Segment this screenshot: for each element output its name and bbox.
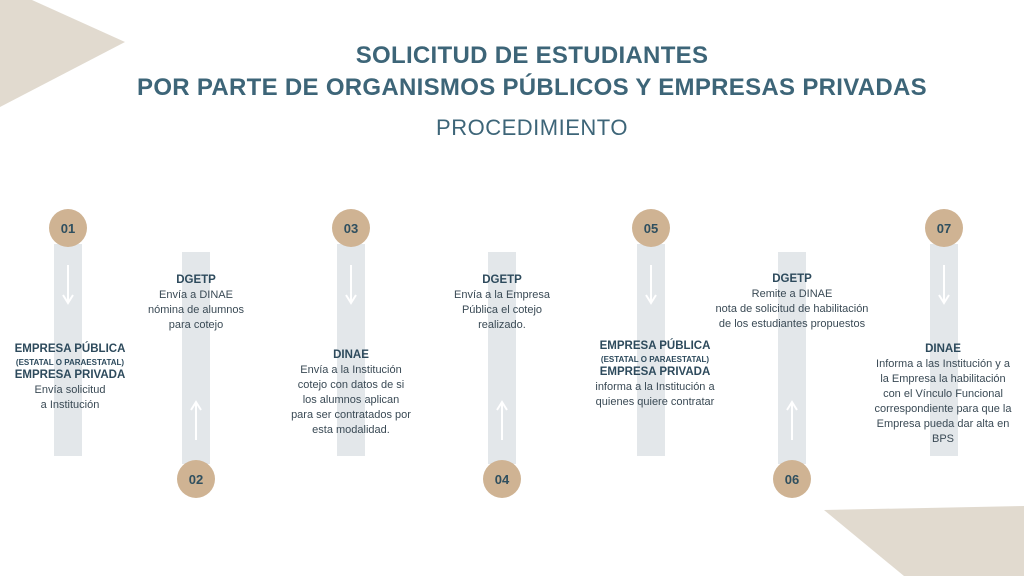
step-title-secondary: EMPRESA PRIVADA: [14, 369, 126, 381]
top-left-decoration: [0, 0, 125, 107]
step-body-line: con el Vínculo Funcional: [883, 388, 1003, 400]
step-title: EMPRESA PÚBLICA: [14, 343, 126, 355]
arrow-down-icon: [62, 265, 74, 305]
arrow-down-icon: [645, 265, 657, 305]
step-05-number: 05: [632, 209, 670, 247]
step-body-line: Envía a DINAE: [159, 289, 233, 301]
step-07-text: DINAE Informa a las Institución y a la E…: [862, 342, 1024, 447]
step-body-line: esta modalidad.: [312, 424, 390, 436]
step-body-line: los alumnos aplican: [302, 394, 400, 406]
page-title-line2: POR PARTE DE ORGANISMOS PÚBLICOS Y EMPRE…: [137, 74, 927, 101]
step-body-line: Envía a la Institución: [300, 364, 402, 376]
step-body-line: correspondiente para que la: [874, 403, 1012, 415]
page-title-line1: SOLICITUD DE ESTUDIANTES: [355, 42, 709, 69]
step-body-line: nota de solicitud de habilitación: [715, 303, 869, 315]
step-title: DINAE: [333, 349, 369, 361]
step-body-line: BPS: [931, 433, 954, 445]
step-title-note: (ESTATAL O PARAESTATAL): [15, 358, 125, 367]
step-body-line: informa a la Institución a: [595, 381, 715, 393]
step-01-number: 01: [49, 209, 87, 247]
step-body-line: Pública el cotejo: [461, 304, 543, 316]
arrow-up-icon: [786, 400, 798, 440]
step-body-line: realizado.: [478, 319, 526, 331]
step-title: DGETP: [482, 274, 522, 286]
step-body-line: nómina de alumnos: [147, 304, 244, 316]
step-body-line: Envía solicitud: [34, 384, 106, 396]
step-04-number: 04: [483, 460, 521, 498]
step-03-text: DINAE Envía a la Institución cotejo con …: [276, 348, 426, 438]
step-body-line: cotejo con datos de si: [297, 379, 405, 391]
step-body-line: Informa a las Institución y a: [876, 358, 1010, 370]
step-02-number: 02: [177, 460, 215, 498]
step-body-line: de los estudiantes propuestos: [718, 318, 866, 330]
step-body-line: Empresa pueda dar alta en: [876, 418, 1010, 430]
step-title-secondary: EMPRESA PRIVADA: [599, 366, 711, 378]
step-title-note: (ESTATAL O PARAESTATAL): [600, 355, 710, 364]
arrow-down-icon: [938, 265, 950, 305]
step-title: DGETP: [176, 274, 216, 286]
step-body-line: la Empresa la habilitación: [880, 373, 1006, 385]
step-06-number: 06: [773, 460, 811, 498]
step-title: EMPRESA PÚBLICA: [599, 340, 711, 352]
step-title: DGETP: [772, 273, 812, 285]
header: SOLICITUD DE ESTUDIANTES POR PARTE DE OR…: [0, 40, 1024, 142]
bottom-right-decoration: [824, 506, 1024, 576]
page-subtitle: PROCEDIMIENTO: [436, 115, 628, 140]
step-body-line: a Institución: [40, 399, 100, 411]
step-body-line: para ser contratados por: [291, 409, 411, 421]
arrow-up-icon: [190, 400, 202, 440]
arrow-up-icon: [496, 400, 508, 440]
step-04-text: DGETP Envía a la Empresa Pública el cote…: [432, 273, 572, 333]
step-06-text: DGETP Remite a DINAE nota de solicitud d…: [697, 272, 887, 332]
step-03-number: 03: [332, 209, 370, 247]
step-body-line: para cotejo: [168, 319, 224, 331]
step-body-line: Remite a DINAE: [751, 288, 833, 300]
step-02-text: DGETP Envía a DINAE nómina de alumnos pa…: [126, 273, 266, 333]
step-body-line: quienes quiere contratar: [595, 396, 715, 408]
step-05-text: EMPRESA PÚBLICA (ESTATAL O PARAESTATAL) …: [580, 339, 730, 410]
step-01-text: EMPRESA PÚBLICA (ESTATAL O PARAESTATAL) …: [0, 342, 140, 413]
step-body-line: Envía a la Empresa: [454, 289, 550, 301]
step-07-number: 07: [925, 209, 963, 247]
step-title: DINAE: [925, 343, 961, 355]
arrow-down-icon: [345, 265, 357, 305]
